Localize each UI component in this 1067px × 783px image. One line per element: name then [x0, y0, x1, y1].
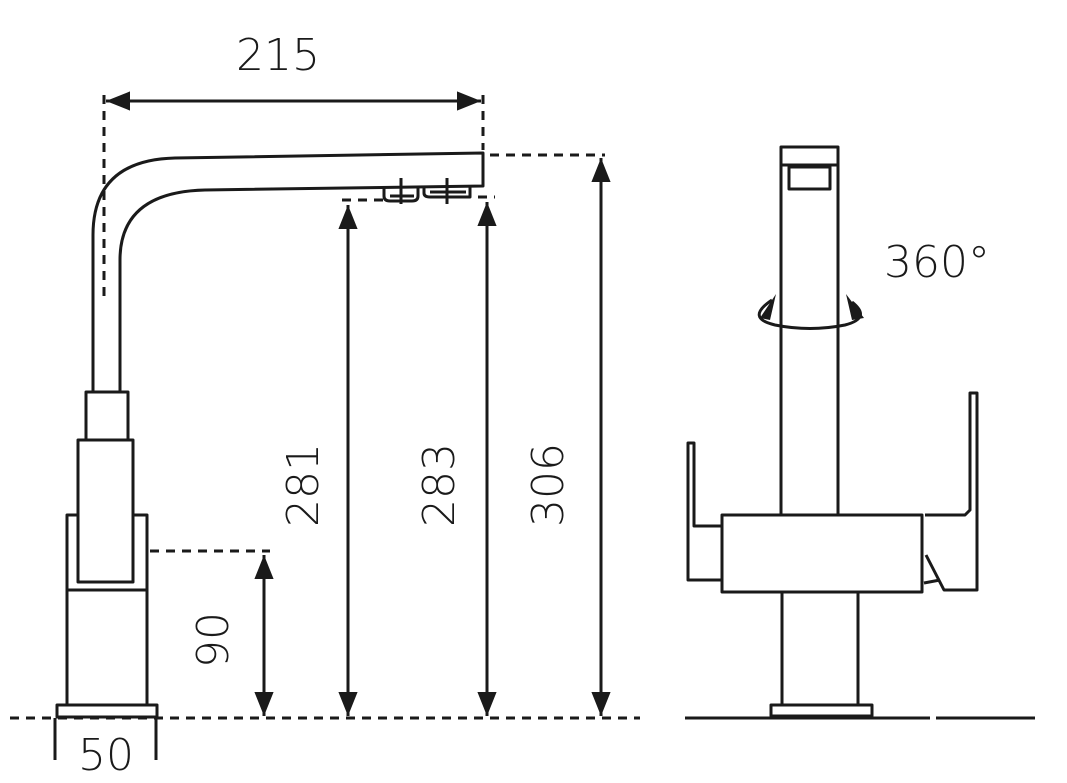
left-handle	[686, 441, 722, 582]
front-view: 360°	[685, 145, 1035, 720]
rotation-label: 360°	[884, 237, 990, 288]
aerators	[382, 178, 472, 204]
dimension-label-90: 90	[188, 612, 239, 668]
dimension-label-283: 283	[414, 443, 465, 527]
neck	[84, 390, 130, 442]
dimension-label-50: 50	[78, 730, 134, 781]
rotation-arrow-icon	[757, 298, 862, 330]
dimension-label-306: 306	[523, 443, 574, 527]
base-plate	[55, 703, 159, 719]
mixer-body	[720, 513, 924, 594]
right-handle	[924, 391, 979, 592]
side-view: 215 281 283 306 90 50	[10, 30, 640, 781]
spout-outline	[91, 151, 485, 392]
front-base-plate	[769, 703, 874, 718]
dimension-label-281: 281	[278, 443, 329, 527]
spout-column	[779, 145, 840, 515]
dimension-label-215: 215	[236, 30, 320, 81]
lower-column	[780, 592, 860, 705]
lever-handle	[76, 438, 135, 584]
